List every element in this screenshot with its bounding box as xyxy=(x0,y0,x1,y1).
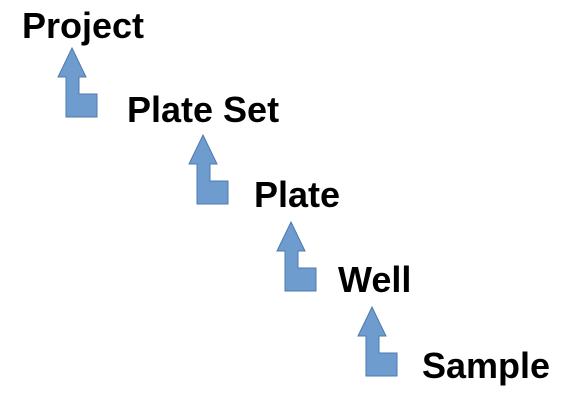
level-label-plate-set: Plate Set xyxy=(127,89,280,130)
up-turn-arrow-icon xyxy=(56,47,98,119)
up-turn-arrow-icon xyxy=(356,306,398,378)
level-label-well: Well xyxy=(338,259,412,300)
up-turn-arrow-icon xyxy=(275,221,317,293)
up-turn-arrow-icon xyxy=(187,134,229,206)
level-label-plate: Plate xyxy=(254,174,341,215)
up-turn-arrow-icon-shape xyxy=(276,221,317,292)
level-label-project: Project xyxy=(22,5,145,46)
level-label-sample: Sample xyxy=(422,345,551,386)
up-turn-arrow-icon-shape xyxy=(57,47,98,118)
up-turn-arrow-icon-shape xyxy=(357,306,398,377)
up-turn-arrow-icon-shape xyxy=(188,134,229,205)
